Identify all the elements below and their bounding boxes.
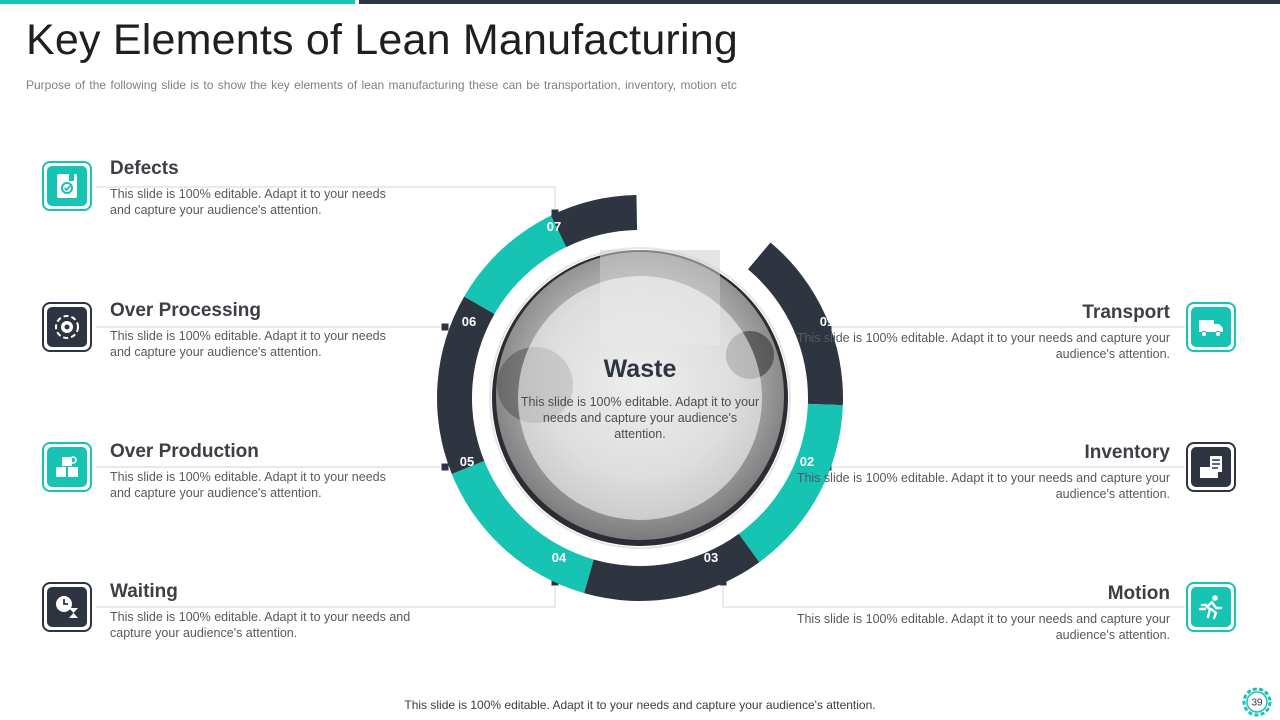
top-accent-bar-teal: [0, 0, 355, 4]
segment-number-02: 02: [800, 454, 814, 469]
element-description: This slide is 100% editable. Adapt it to…: [796, 471, 1170, 501]
element-defects: Defects This slide is 100% editable. Ada…: [110, 158, 540, 218]
element-description: This slide is 100% editable. Adapt it to…: [110, 187, 386, 217]
ring-segment-03: [584, 533, 760, 601]
element-title: Waiting: [110, 581, 178, 602]
center-description: This slide is 100% editable. Adapt it to…: [520, 395, 760, 441]
ring-segment-02: [738, 403, 843, 563]
production-boxes-icon: [42, 442, 92, 492]
gear-process-icon: [42, 302, 92, 352]
top-accent-bar-dark: [359, 0, 1280, 4]
page-number-badge: 39: [1242, 687, 1272, 717]
connector-dot: [440, 462, 450, 472]
segment-number-03: 03: [704, 550, 718, 565]
ring-segment-07: [551, 195, 638, 248]
element-motion: Motion This slide is 100% editable. Adap…: [740, 583, 1170, 643]
clock-hourglass-icon: [42, 582, 92, 632]
segment-number-04: 04: [552, 550, 567, 565]
page-number: 39: [1251, 698, 1263, 709]
center-title: Waste: [603, 355, 677, 383]
connector-line: [722, 582, 1185, 608]
inventory-checklist-icon: [1186, 442, 1236, 492]
running-person-icon: [1186, 582, 1236, 632]
truck-icon: [1186, 302, 1236, 352]
segment-number-05: 05: [460, 454, 474, 469]
element-description: This slide is 100% editable. Adapt it to…: [110, 470, 386, 500]
element-inventory: Inventory This slide is 100% editable. A…: [740, 442, 1170, 502]
element-description: This slide is 100% editable. Adapt it to…: [110, 329, 386, 359]
connector-line: [96, 186, 556, 213]
connector-line: [96, 582, 556, 608]
footer-note: This slide is 100% editable. Adapt it to…: [404, 698, 876, 712]
defect-report-icon: [42, 161, 92, 211]
element-title: Transport: [1082, 302, 1170, 323]
photo-overlay: [518, 276, 762, 520]
slide-subtitle: Purpose of the following slide is to sho…: [26, 78, 737, 92]
ring-segments: [436, 195, 843, 601]
element-transport: Transport This slide is 100% editable. A…: [740, 302, 1170, 362]
element-title: Inventory: [1084, 442, 1170, 463]
segment-number-07: 07: [547, 219, 561, 234]
element-waiting: Waiting This slide is 100% editable. Ada…: [110, 581, 540, 641]
element-description: This slide is 100% editable. Adapt it to…: [796, 331, 1170, 361]
element-title: Defects: [110, 158, 179, 179]
element-title: Motion: [1107, 583, 1170, 604]
segment-number-01: 01: [820, 314, 834, 329]
element-title: Over Processing: [110, 300, 262, 321]
element-description: This slide is 100% editable. Adapt it to…: [110, 610, 411, 640]
segment-number-06: 06: [462, 314, 476, 329]
element-over-processing: Over Processing This slide is 100% edita…: [110, 300, 540, 360]
slide-title: Key Elements of Lean Manufacturing: [26, 16, 738, 64]
element-over-production: Over Production This slide is 100% edita…: [110, 441, 540, 501]
segment-numbers: 01 02 03 04 05 06 07: [460, 219, 834, 565]
connector-dot: [440, 322, 450, 332]
element-title: Over Production: [110, 441, 259, 462]
ring-segment-01: [747, 242, 843, 406]
ring-segment-04: [451, 460, 594, 594]
ring-segment-05: [436, 296, 495, 475]
element-description: This slide is 100% editable. Adapt it to…: [796, 612, 1170, 642]
